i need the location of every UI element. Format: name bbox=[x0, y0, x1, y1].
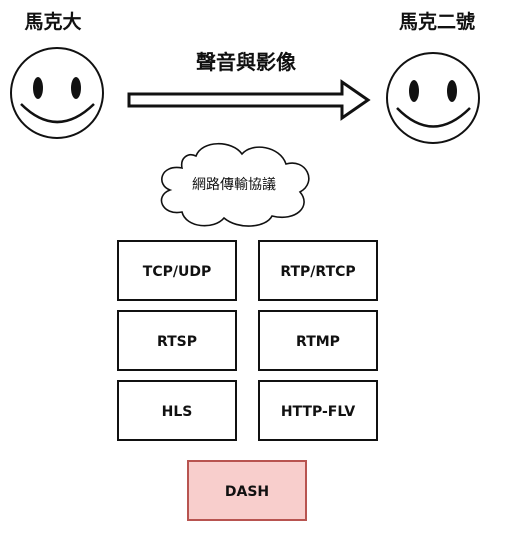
media-arrow: 聲音與影像 bbox=[127, 50, 371, 121]
sender-name: 馬克大 bbox=[24, 10, 81, 33]
protocol-box-rtmp: RTMP bbox=[258, 310, 378, 371]
protocol-grid: TCP/UDP RTP/RTCP RTSP RTMP HLS HTTP-FLV … bbox=[117, 240, 378, 521]
cloud-icon bbox=[160, 143, 310, 227]
receiver: 馬克二號 bbox=[386, 10, 480, 144]
protocol-label: DASH bbox=[225, 484, 269, 500]
protocol-label: TCP/UDP bbox=[143, 264, 211, 280]
network-cloud: 網路傳輸協議 bbox=[160, 143, 310, 227]
protocol-label: RTSP bbox=[157, 334, 197, 350]
protocol-box-tcp-udp: TCP/UDP bbox=[117, 240, 237, 301]
arrow-right-icon bbox=[127, 79, 371, 121]
protocol-box-hls: HLS bbox=[117, 380, 237, 441]
protocol-label: HTTP-FLV bbox=[281, 404, 356, 420]
protocol-box-rtp-rtcp: RTP/RTCP bbox=[258, 240, 378, 301]
receiver-smiley-icon bbox=[386, 52, 480, 144]
protocol-box-dash: DASH bbox=[187, 460, 307, 521]
protocol-box-rtsp: RTSP bbox=[117, 310, 237, 371]
protocol-label: HLS bbox=[162, 404, 193, 420]
protocol-box-http-flv: HTTP-FLV bbox=[258, 380, 378, 441]
sender-smiley-icon bbox=[10, 47, 104, 139]
sender: 馬克大 bbox=[10, 10, 104, 139]
protocol-label: RTP/RTCP bbox=[280, 264, 355, 280]
receiver-name: 馬克二號 bbox=[399, 10, 475, 33]
arrow-label: 聲音與影像 bbox=[196, 50, 297, 74]
cloud-label: 網路傳輸協議 bbox=[192, 176, 276, 193]
protocol-label: RTMP bbox=[296, 334, 340, 350]
